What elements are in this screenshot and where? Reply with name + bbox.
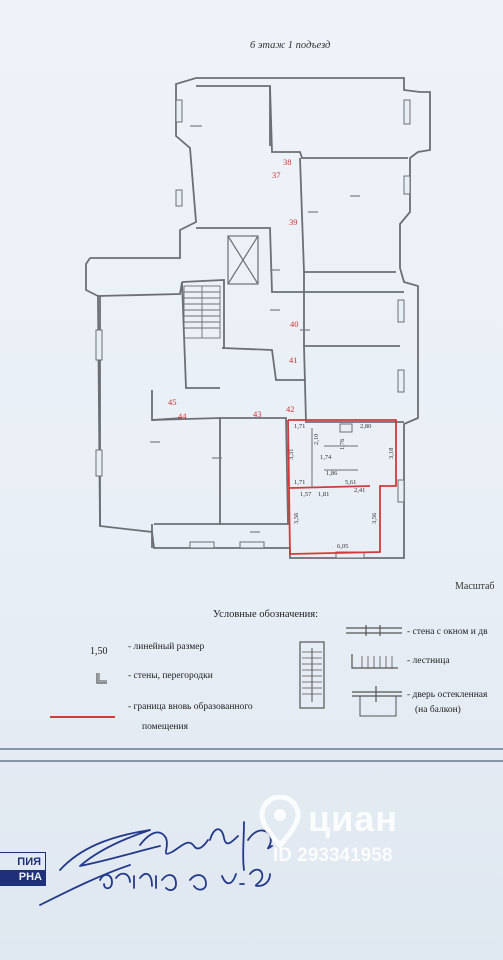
divider bbox=[0, 760, 503, 762]
legend-door-1: - дверь остекленная bbox=[407, 690, 488, 700]
dimension: 1,57 bbox=[300, 491, 312, 498]
room-label: 45 bbox=[168, 397, 177, 407]
dimension: 1,71 bbox=[294, 479, 305, 486]
legend-wall-window: - стена с окном и дв bbox=[407, 627, 488, 637]
stair-symbol-icon bbox=[299, 641, 325, 709]
legend-sample-value: 1,50 bbox=[90, 646, 108, 657]
room-label: 38 bbox=[283, 157, 292, 167]
legend-linear-size: - линейный размер bbox=[128, 642, 205, 652]
dimension: 1,74 bbox=[320, 454, 332, 461]
location-pin-icon bbox=[259, 795, 301, 849]
wall-window-icon bbox=[346, 625, 402, 636]
floor-title: 6 этаж 1 подъезд bbox=[250, 40, 331, 51]
room-label: 39 bbox=[289, 217, 298, 227]
dimension: 1,71 bbox=[294, 423, 305, 430]
dimension: 1,86 bbox=[326, 470, 338, 477]
watermark-name: циан bbox=[308, 798, 399, 839]
dimension: 1,76 bbox=[339, 438, 346, 450]
room-label: 41 bbox=[289, 355, 298, 365]
stamp-text: РНА bbox=[0, 870, 45, 885]
dimension: 3,56 bbox=[293, 512, 300, 524]
dimension: 6,05 bbox=[337, 543, 348, 550]
stamp: ПИЯ РНА bbox=[0, 852, 46, 886]
dimension: 5,61 bbox=[345, 479, 356, 486]
stamp-text: ПИЯ bbox=[17, 856, 41, 868]
dimension: 2,41 bbox=[354, 487, 365, 494]
boundary-line-sample bbox=[50, 716, 115, 718]
divider bbox=[0, 748, 503, 750]
legend-stairs: - лестница bbox=[407, 656, 450, 666]
room-label: 37 bbox=[272, 170, 281, 180]
watermark-id: ID 293341958 bbox=[273, 845, 393, 866]
dimension: 3,56 bbox=[371, 512, 378, 524]
room-label: 43 bbox=[253, 409, 262, 419]
scale-label: Масштаб bbox=[455, 581, 495, 592]
legend-walls: - стены, перегородки bbox=[128, 671, 213, 681]
room-label: 44 bbox=[178, 411, 187, 421]
room-label: 42 bbox=[286, 404, 295, 414]
legend-boundary-2: помещения bbox=[142, 722, 188, 732]
stairs-icon bbox=[351, 654, 398, 669]
floor-plan: 38 37 39 40 41 42 43 44 45 1,71 2,10 1,7… bbox=[85, 77, 431, 559]
dimension: 2,80 bbox=[360, 423, 371, 430]
legend-boundary-1: - граница вновь образованного bbox=[128, 702, 253, 712]
dimension: 3,18 bbox=[388, 448, 395, 459]
dimension: 2,10 bbox=[313, 434, 320, 445]
dimension: 3,31 bbox=[288, 449, 295, 460]
wall-symbol-icon bbox=[96, 673, 107, 684]
glazed-door-icon bbox=[352, 686, 402, 717]
legend-door-2: (на балкон) bbox=[415, 705, 461, 715]
legend-title: Условные обозначения: bbox=[213, 609, 319, 620]
dimension: 1,81 bbox=[318, 491, 329, 498]
room-label: 40 bbox=[290, 319, 299, 329]
